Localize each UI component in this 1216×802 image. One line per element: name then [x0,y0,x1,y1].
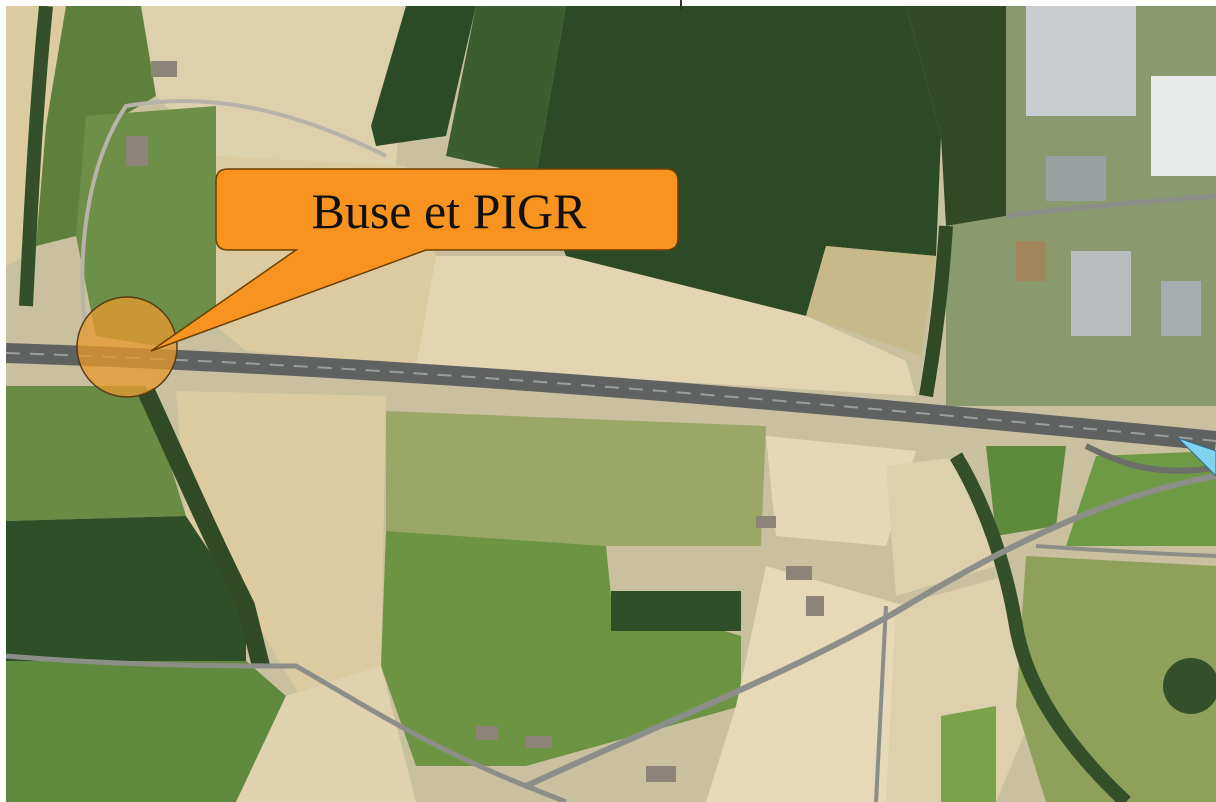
farm-track [80,99,387,337]
callout-label: Buse et PIGR [311,183,587,239]
parking-lot [1046,156,1106,201]
hedgerow-west [19,6,53,307]
yard [1016,241,1046,281]
hedgerow-diagonal [137,387,270,669]
motorway-lane-markings [6,352,1216,442]
map-frame: Buse et PIGR [6,6,1216,802]
aerial-map[interactable] [6,6,1216,802]
grass-field-lower-left [6,386,186,521]
wheat-field-bottom [236,666,416,802]
green-field-center [381,531,741,766]
wheat-field-lower-center-left [176,391,386,706]
callout-bubble[interactable] [150,168,679,352]
crop-field-lower-left [6,516,246,661]
crop-field-strip-2 [446,6,566,176]
side-road [1035,544,1216,558]
building-small [1161,281,1201,336]
wheat-field-bottom-center [706,566,906,802]
departmental-road [524,473,1216,789]
stubble-field [806,246,936,356]
top-tick-mark [680,0,682,10]
circle-marker-icon[interactable] [76,296,178,398]
grass-field-left [76,106,216,346]
tree-cluster [1163,658,1216,714]
warehouse-roof-2 [1151,76,1216,176]
meadow-center [386,411,766,546]
grass-plot-right [986,446,1066,536]
strip-field [941,706,996,802]
wheat-field-small [766,436,916,546]
crop-field-strip-1 [371,6,476,146]
hedgerow-east [919,225,953,398]
industrial-access-road [1005,193,1216,219]
motorway-ramp [1084,443,1216,474]
pointer-arrow-icon[interactable] [1177,437,1216,477]
north-south-road [874,605,888,802]
warehouse-roof-3 [1071,251,1131,336]
hedgerow-southeast [949,452,1131,802]
wheat-field-center [416,256,916,396]
green-field-bottom-left [6,661,286,802]
wheat-field-bottom-right [886,576,1036,802]
warehouse-roof-1 [1026,6,1136,116]
local-road-southwest [6,653,567,802]
crop-plot-small [611,591,741,631]
grass-field-east [1066,451,1216,546]
village-buildings [126,61,824,782]
woodland-top-right [906,6,1016,226]
